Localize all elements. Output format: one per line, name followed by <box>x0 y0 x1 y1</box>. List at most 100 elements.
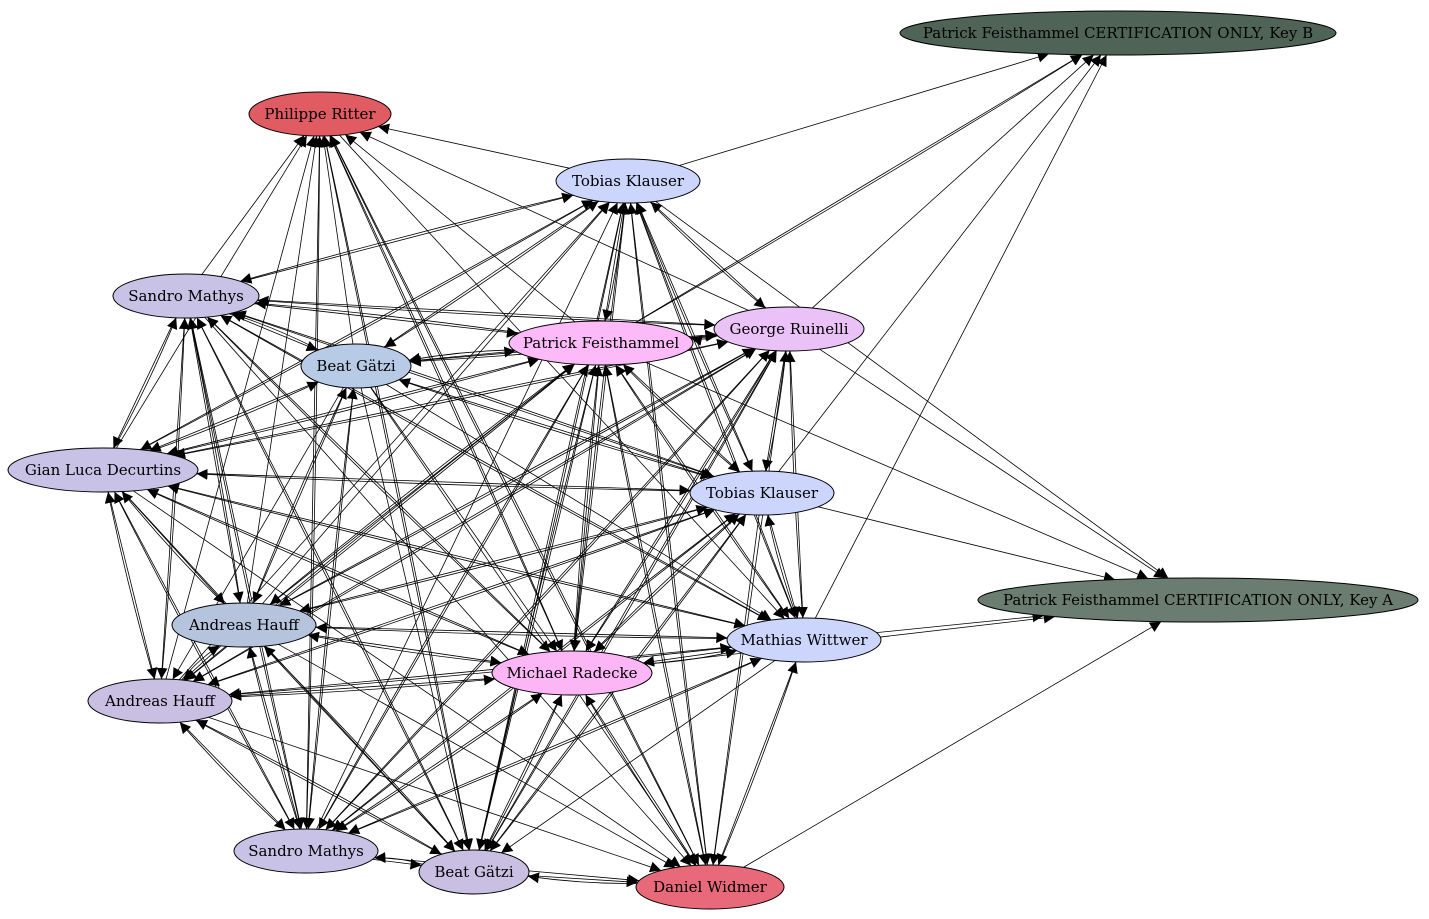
edge-mathys1-to-mathys2 <box>190 317 305 830</box>
node-klauser2[interactable]: Tobias Klauser <box>689 470 835 516</box>
node-mathys2[interactable]: Sandro Mathys <box>233 828 379 874</box>
edge-widmer-to-klauser1 <box>626 202 708 866</box>
edge-feisthammel-to-mathys1 <box>254 298 520 334</box>
edge-hauff2-to-gatzi2 <box>195 719 442 855</box>
node-ellipse[interactable] <box>899 10 1337 56</box>
edge-hauff2-to-mathys2 <box>180 721 286 831</box>
edge-mathys1-to-gatzi2 <box>196 317 464 851</box>
edge-wittwer-to-gatzi2 <box>500 660 776 854</box>
node-ellipse[interactable] <box>112 273 260 319</box>
edge-mathys1-to-feisthammel <box>254 303 518 338</box>
edge-gatzi2-to-hauff2 <box>195 719 443 855</box>
node-mathys1[interactable]: Sandro Mathys <box>112 273 260 319</box>
node-ellipse[interactable] <box>233 828 379 874</box>
edge-feisthammel-to-pf_cert_a <box>645 361 1149 580</box>
edge-feisthammel-to-decurtins <box>166 358 539 457</box>
edge-mathys2-to-ritter <box>306 135 325 830</box>
edge-gatzi2-to-feisthammel <box>478 364 599 851</box>
edge-klauser1-to-feisthammel <box>602 202 626 322</box>
node-ellipse[interactable] <box>300 343 412 389</box>
edge-klauser2-to-decurtins <box>196 468 691 492</box>
edge-gatzi2-to-mathys1 <box>196 317 464 851</box>
edge-mathys1-to-ritter <box>201 135 305 275</box>
edge-mathys2-to-hauff1 <box>246 646 300 830</box>
edge-radecke-to-mathys2 <box>335 692 542 832</box>
node-ellipse[interactable] <box>418 849 530 895</box>
node-ritter[interactable]: Philippe Ritter <box>248 91 392 137</box>
edge-ruinelli-to-feisthammel <box>690 334 718 346</box>
node-gatzi1[interactable]: Beat Gätzi <box>300 343 412 389</box>
node-label: Sandro Mathys <box>128 287 244 305</box>
edge-radecke-to-widmer <box>585 694 697 866</box>
edge-feisthammel-to-klauser2 <box>623 364 740 473</box>
node-ellipse[interactable] <box>491 650 653 696</box>
node-hauff1[interactable]: Andreas Hauff <box>171 602 317 648</box>
node-label: Mathias Wittwer <box>740 631 868 649</box>
edge-decurtins-to-mathys1 <box>113 317 178 449</box>
node-ellipse[interactable] <box>171 602 317 648</box>
edge-klauser2-to-pf_cert_b <box>778 54 1102 472</box>
node-label: Sandro Mathys <box>248 842 364 860</box>
edge-decurtins-to-widmer <box>133 490 681 868</box>
edge-gatzi1-to-mathys1 <box>230 311 320 351</box>
node-widmer[interactable]: Daniel Widmer <box>635 864 785 910</box>
node-ellipse[interactable] <box>713 306 865 352</box>
edge-klauser1-to-decurtins <box>140 199 594 451</box>
edge-ruinelli-to-pf_cert_b <box>811 54 1094 309</box>
node-decurtins[interactable]: Gian Luca Decurtins <box>7 447 199 493</box>
node-ellipse[interactable] <box>635 864 785 910</box>
edge-gatzi1-to-radecke <box>370 386 558 652</box>
node-ellipse[interactable] <box>555 158 701 204</box>
edge-feisthammel-to-pf_cert_b <box>634 54 1083 323</box>
edge-wittwer-to-decurtins <box>167 483 745 627</box>
edge-wittwer-to-mathys1 <box>220 315 769 621</box>
node-ellipse[interactable] <box>87 678 233 724</box>
edge-hauff2-to-radecke <box>230 674 496 698</box>
edge-gatzi1-to-wittwer <box>385 384 772 621</box>
node-ellipse[interactable] <box>508 320 694 366</box>
edge-hauff1-to-klauser2 <box>299 504 708 612</box>
edge-radecke-to-klauser1 <box>574 202 630 652</box>
node-pf_cert_a[interactable]: Patrick Feisthammel CERTIFICATION ONLY, … <box>977 577 1419 623</box>
node-wittwer[interactable]: Mathias Wittwer <box>726 617 882 663</box>
edge-mathys1-to-decurtins <box>113 317 176 449</box>
edge-hauff1-to-gatzi1 <box>252 387 347 604</box>
node-ellipse[interactable] <box>689 470 835 516</box>
node-ellipse[interactable] <box>977 577 1419 623</box>
node-hauff2[interactable]: Andreas Hauff <box>87 678 233 724</box>
edge-klauser1-to-gatzi2 <box>476 202 624 851</box>
node-ruinelli[interactable]: George Ruinelli <box>713 306 865 352</box>
edge-decurtins-to-radecke <box>147 489 530 656</box>
edge-mathys1-to-hauff2 <box>156 317 185 680</box>
node-label: Beat Gätzi <box>434 863 513 881</box>
edge-mathys1-to-klauser1 <box>241 192 574 282</box>
node-feisthammel[interactable]: Patrick Feisthammel <box>508 320 694 366</box>
edge-klauser2-to-gatzi1 <box>398 378 711 478</box>
node-gatzi2[interactable]: Beat Gätzi <box>418 849 530 895</box>
node-ellipse[interactable] <box>726 617 882 663</box>
edge-ritter-to-wittwer <box>339 134 785 619</box>
edge-hauff1-to-ruinelli <box>279 348 754 607</box>
edge-wittwer-to-klauser2 <box>764 514 798 619</box>
node-label: Patrick Feisthammel <box>523 334 680 352</box>
node-radecke[interactable]: Michael Radecke <box>491 650 653 696</box>
edge-klauser2-to-hauff2 <box>207 509 715 687</box>
node-ellipse[interactable] <box>248 91 392 137</box>
edge-feisthammel-to-widmer <box>605 364 709 866</box>
edge-feisthammel-to-ritter <box>344 134 576 323</box>
node-ellipse[interactable] <box>7 447 199 493</box>
node-klauser1[interactable]: Tobias Klauser <box>555 158 701 204</box>
edge-radecke-to-wittwer <box>644 647 737 665</box>
edge-ruinelli-to-hauff1 <box>279 348 754 607</box>
edge-mathys2-to-decurtins <box>114 491 295 830</box>
edge-decurtins-to-klauser2 <box>196 472 691 496</box>
edge-mathys1-to-ruinelli <box>257 299 716 330</box>
edge-klauser2-to-ruinelli <box>765 350 791 472</box>
edge-radecke-to-gatzi2 <box>484 694 562 851</box>
edge-gatzi2-to-klauser1 <box>478 202 627 851</box>
edge-mathys2-to-hauff2 <box>179 721 285 831</box>
node-pf_cert_b[interactable]: Patrick Feisthammel CERTIFICATION ONLY, … <box>899 10 1337 56</box>
edge-hauff1-to-ritter <box>246 135 321 604</box>
edge-radecke-to-hauff1 <box>307 631 501 664</box>
edge-gatzi1-to-mathys2 <box>303 387 355 830</box>
